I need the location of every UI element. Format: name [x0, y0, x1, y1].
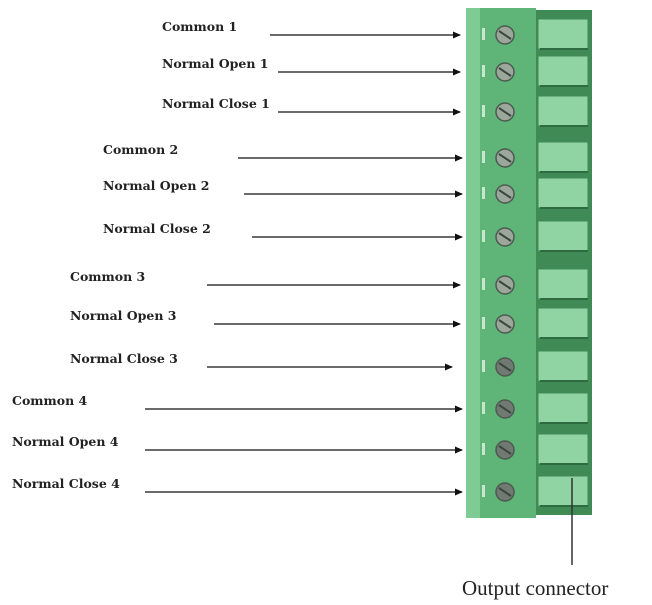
- connector-pin: [537, 350, 589, 382]
- connector-pin: [537, 433, 589, 465]
- connector-pin: [537, 475, 589, 507]
- screw-terminal: [482, 184, 515, 204]
- screw-terminal: [482, 102, 515, 122]
- screw-terminal: [482, 275, 515, 295]
- connector-pin: [537, 392, 589, 424]
- screw-terminal: [482, 25, 515, 45]
- screw-terminal: [482, 357, 515, 377]
- output-connector-caption: Output connector: [462, 576, 608, 600]
- connector-pin: [537, 18, 589, 50]
- terminal-label: Normal Open 3: [70, 308, 177, 323]
- terminal-label: Common 4: [12, 393, 88, 408]
- connector-pin: [537, 141, 589, 173]
- connector-pin: [537, 177, 589, 209]
- connector-shadow: [530, 10, 592, 515]
- screw-terminal: [482, 62, 515, 82]
- connector-pin: [537, 95, 589, 127]
- screw-terminal: [482, 399, 515, 419]
- connector-pin: [537, 268, 589, 300]
- terminal-label: Common 1: [162, 19, 237, 34]
- output-connector-block: [466, 8, 592, 518]
- screw-terminal: [482, 440, 515, 460]
- screw-terminal: [482, 148, 515, 168]
- terminal-label: Normal Open 1: [162, 56, 269, 71]
- screw-terminal: [482, 482, 515, 502]
- terminal-label: Normal Open 4: [12, 434, 119, 449]
- terminal-label: Normal Close 1: [162, 96, 270, 111]
- terminal-label: Common 2: [103, 142, 178, 157]
- terminal-label: Normal Open 2: [103, 178, 210, 193]
- connector-pin: [537, 55, 589, 87]
- connector-highlight: [466, 8, 480, 518]
- connector-pin: [537, 220, 589, 252]
- terminal-label: Common 3: [70, 269, 145, 284]
- connector-pin: [537, 307, 589, 339]
- screw-terminal: [482, 227, 515, 247]
- terminal-label: Normal Close 4: [12, 476, 120, 491]
- terminal-label: Normal Close 2: [103, 221, 211, 236]
- terminal-label: Normal Close 3: [70, 351, 178, 366]
- screw-terminal: [482, 314, 515, 334]
